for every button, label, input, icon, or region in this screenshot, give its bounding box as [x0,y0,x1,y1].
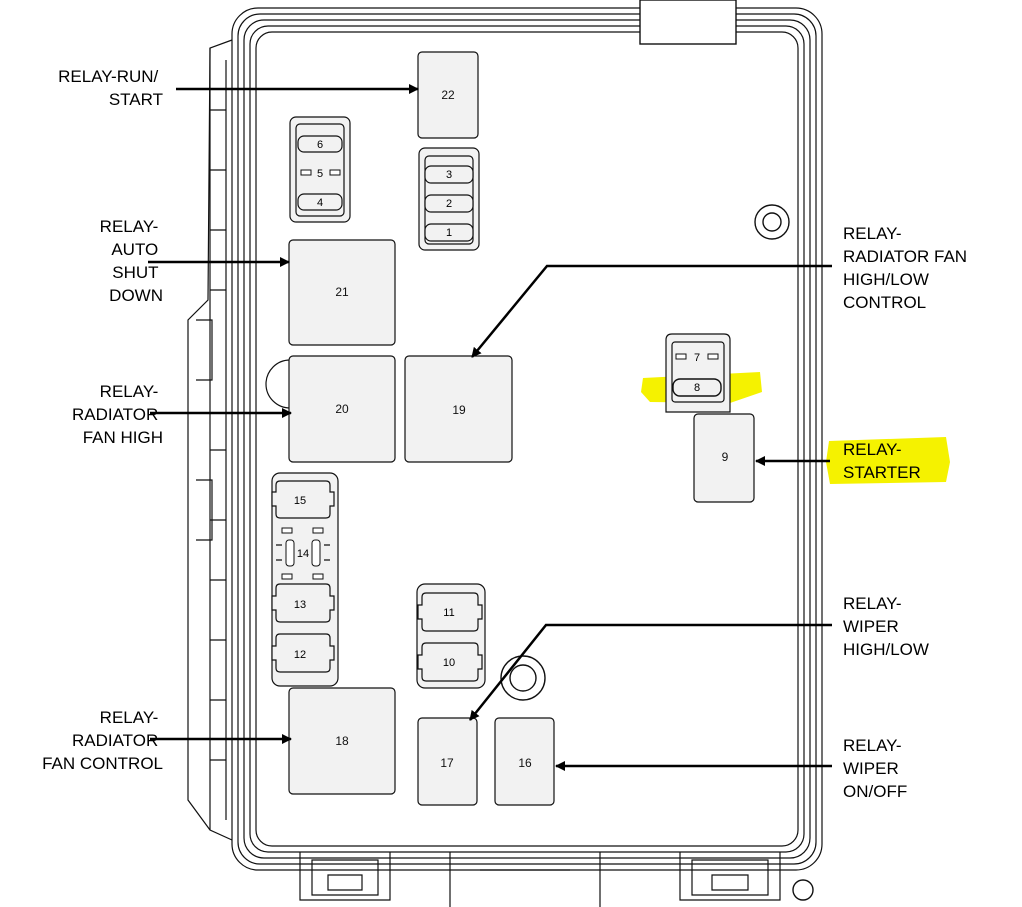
position-label-4: 4 [317,197,323,209]
position-label-6: 6 [317,139,323,151]
fuse-block-12-15: 15 14 13 12 [271,472,339,687]
position-label-2: 2 [446,198,452,210]
position-label-22: 22 [441,88,455,102]
label-relay-radiator-fan-high-low-control: RELAY- RADIATOR FAN HIGH/LOW CONTROL [843,224,972,312]
fuse-block-1-3: 3 2 1 [418,147,480,251]
label-relay-starter: RELAY- STARTER [843,440,921,482]
fuse-block-4-6: 6 5 4 [289,116,351,223]
label-relay-radiator-fan-control: RELAY- RADIATOR FAN CONTROL [42,708,163,773]
position-label-18: 18 [335,734,349,748]
arrow-relay-wiper-high-low [469,623,832,721]
relay-19: 19 [404,355,513,463]
fuse-box-housing [187,0,823,907]
position-label-16: 16 [518,756,532,770]
fuse-1 [424,223,474,242]
fuse-15 [271,480,335,519]
position-label-1: 1 [446,227,452,239]
fuse-10 [417,642,483,682]
fuse-2 [424,194,474,213]
relay-20: 20 [288,355,396,463]
position-label-9: 9 [722,450,729,464]
position-label-8: 8 [694,382,700,394]
position-label-20: 20 [335,402,349,416]
label-relay-auto-shut-down: RELAY- AUTO SHUT DOWN [100,217,163,305]
fuse-13 [271,583,335,623]
fuse-14 [276,527,330,580]
fuse-6 [297,135,343,153]
position-label-17: 17 [440,756,454,770]
fuse-4 [297,193,343,211]
position-label-3: 3 [446,169,452,181]
label-relay-radiator-fan-high: RELAY- RADIATOR FAN HIGH [72,382,163,447]
relay-16: 16 [494,717,555,806]
relay-17: 17 [417,717,478,806]
fuse-block-7-8: 7 8 [665,333,731,413]
label-relay-wiper-high-low: RELAY- WIPER HIGH/LOW [843,594,929,659]
position-label-21: 21 [335,285,349,299]
arrow-relay-radiator-fan-high-low-control [471,264,832,358]
position-label-11: 11 [443,607,454,619]
relay-21: 21 [288,239,396,346]
highlight-mark-starter-label [826,437,950,484]
fuse-block-10-11: 11 10 [416,583,486,689]
position-label-12: 12 [294,649,306,661]
position-label-7: 7 [694,352,700,364]
fuse-12 [271,633,335,673]
position-label-14: 14 [297,548,309,560]
relay-18: 18 [288,687,396,795]
position-label-15: 15 [294,495,306,507]
label-relay-wiper-on-off: RELAY- WIPER ON/OFF [843,736,907,801]
label-relay-run-start: RELAY-RUN/ START [58,67,163,109]
position-label-10: 10 [443,657,455,669]
fuse-3 [424,165,474,184]
position-label-5: 5 [317,168,323,180]
fuse-8 [672,378,722,397]
relay-9: 9 [693,413,755,503]
fuse-11 [417,592,483,632]
position-label-13: 13 [294,599,306,611]
relay-22: 22 [417,51,479,139]
position-label-19: 19 [452,403,466,417]
